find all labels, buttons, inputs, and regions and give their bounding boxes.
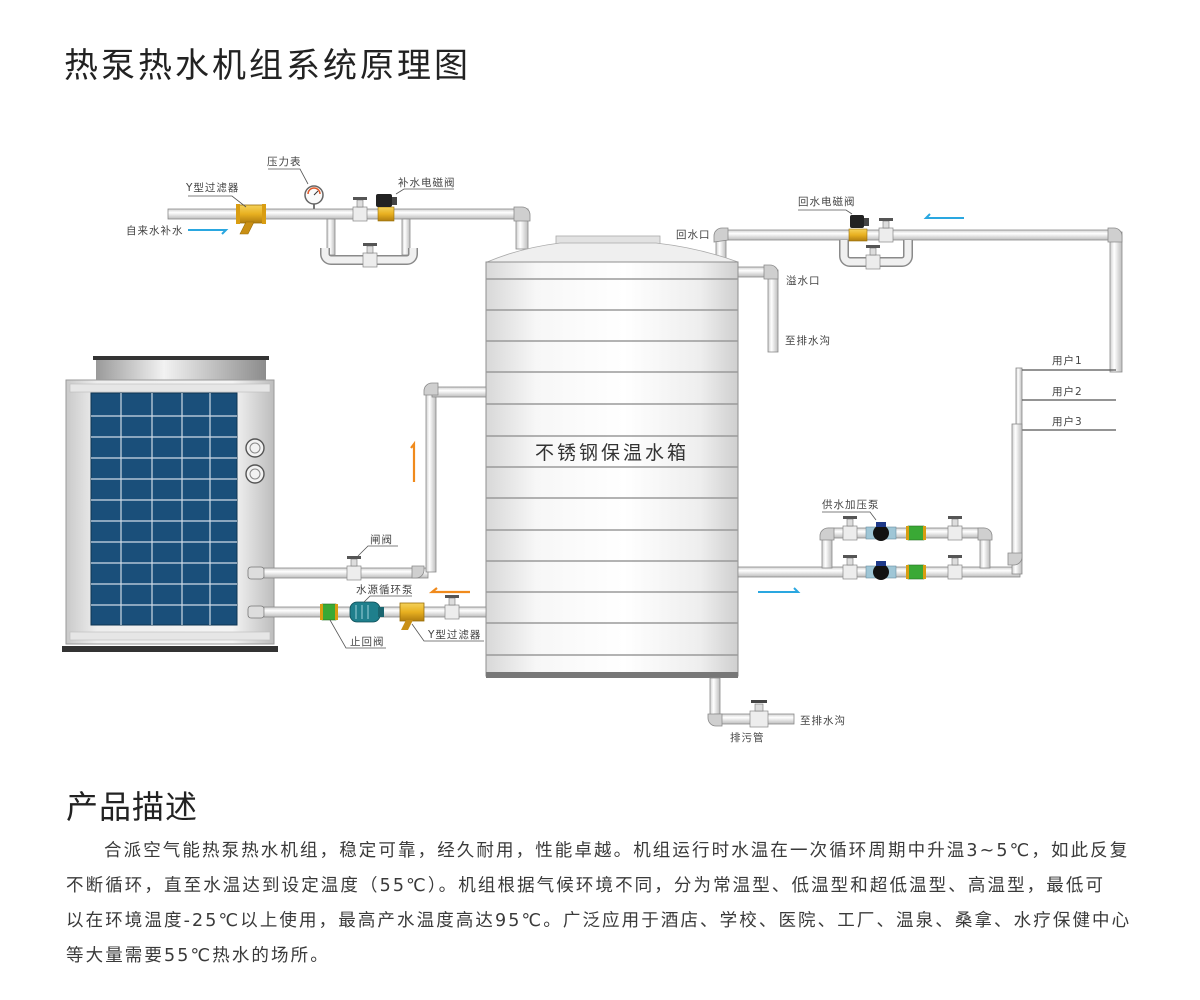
check-valve-icon <box>906 564 926 580</box>
overflow-pipe <box>735 264 779 353</box>
description-line: 以在环境温度-25℃以上使用，最高产水温度高达95℃。广泛应用于酒店、学校、医院… <box>66 911 1132 931</box>
label-check-valve: 止回阀 <box>350 635 385 648</box>
return-water-line <box>713 227 1123 373</box>
label-makeup-solenoid: 补水电磁阀 <box>398 176 456 189</box>
label-y-filter-top: Y型过滤器 <box>185 181 239 194</box>
heat-pump-unit <box>62 356 278 652</box>
description-line: 合派空气能热泵热水机组，稳定可靠，经久耐用，性能卓越。机组运行时水温在一次循环周… <box>104 841 1130 861</box>
label-user-3: 用户3 <box>1052 415 1083 428</box>
flow-arrow-hot <box>428 587 470 594</box>
stainless-steel-tank <box>485 235 739 678</box>
gate-valve-icon <box>878 218 894 243</box>
sewage-pipe <box>707 677 795 728</box>
flow-arrow-cold <box>188 229 229 235</box>
label-circulation-pump: 水源循环泵 <box>356 583 414 596</box>
label-return-inlet: 回水口 <box>676 229 711 241</box>
y-filter-icon <box>236 204 266 235</box>
makeup-water-line <box>167 206 531 265</box>
label-user-1: 用户1 <box>1052 354 1083 367</box>
flow-arrow-cold <box>758 587 801 593</box>
label-y-filter-bottom: Y型过滤器 <box>427 628 481 641</box>
gate-valve-icon <box>865 245 881 270</box>
circulation-line <box>263 595 487 630</box>
flow-arrow-cold <box>923 213 964 219</box>
hot-water-line <box>263 382 487 581</box>
label-overflow: 溢水口 <box>786 274 821 287</box>
gate-valve-icon <box>362 243 378 268</box>
description-line: 等大量需要55℃热水的场所。 <box>66 946 330 966</box>
label-user-2: 用户2 <box>1052 385 1083 398</box>
booster-pump-row <box>842 555 963 580</box>
gate-valve-icon <box>842 555 858 580</box>
supply-line <box>737 423 1023 578</box>
gate-valve-icon <box>947 555 963 580</box>
label-to-drain-top: 至排水沟 <box>785 334 831 347</box>
gauge-icon <box>245 464 265 484</box>
description-line: 不断循环，直至水温达到设定温度（55℃）。机组根据气候环境不同，分为常温型、低温… <box>66 876 1106 896</box>
check-valve-icon <box>320 603 338 621</box>
tank-label: 不锈钢保温水箱 <box>535 442 689 464</box>
booster-pump-icon <box>865 522 897 541</box>
label-booster-pump: 供水加压泵 <box>822 498 880 511</box>
booster-pump-row <box>842 516 963 541</box>
booster-pump-icon <box>865 561 897 580</box>
gate-valve-icon <box>947 516 963 541</box>
gate-valve-icon <box>842 516 858 541</box>
solenoid-valve-icon <box>376 194 397 222</box>
page-title: 热泵热水机组系统原理图 <box>64 46 471 86</box>
y-filter-icon <box>399 602 425 630</box>
label-sewage-pipe: 排污管 <box>730 731 765 744</box>
label-to-drain-bottom: 至排水沟 <box>800 714 846 727</box>
system-diagram: Y型过滤器 压力表 补水电磁阀 自来水补水 回水电磁阀 回水口 溢水口 至排水 <box>62 155 1123 744</box>
gauge-icon <box>245 438 265 458</box>
gate-valve-icon <box>352 197 368 222</box>
pressure-gauge-icon <box>304 185 324 209</box>
description-heading: 产品描述 <box>66 788 199 826</box>
flow-arrow-hot <box>410 440 416 482</box>
gate-valve-icon <box>444 595 460 620</box>
label-tap-water-makeup: 自来水补水 <box>126 224 184 237</box>
label-pressure-gauge: 压力表 <box>267 155 302 168</box>
label-gate-valve: 闸阀 <box>370 533 393 546</box>
solenoid-valve-icon <box>848 215 869 242</box>
circulation-pump-icon <box>349 601 384 623</box>
check-valve-icon <box>906 525 926 541</box>
label-return-solenoid: 回水电磁阀 <box>798 195 856 208</box>
product-description: 合派空气能热泵热水机组，稳定可靠，经久耐用，性能卓越。机组运行时水温在一次循环周… <box>66 834 1132 974</box>
